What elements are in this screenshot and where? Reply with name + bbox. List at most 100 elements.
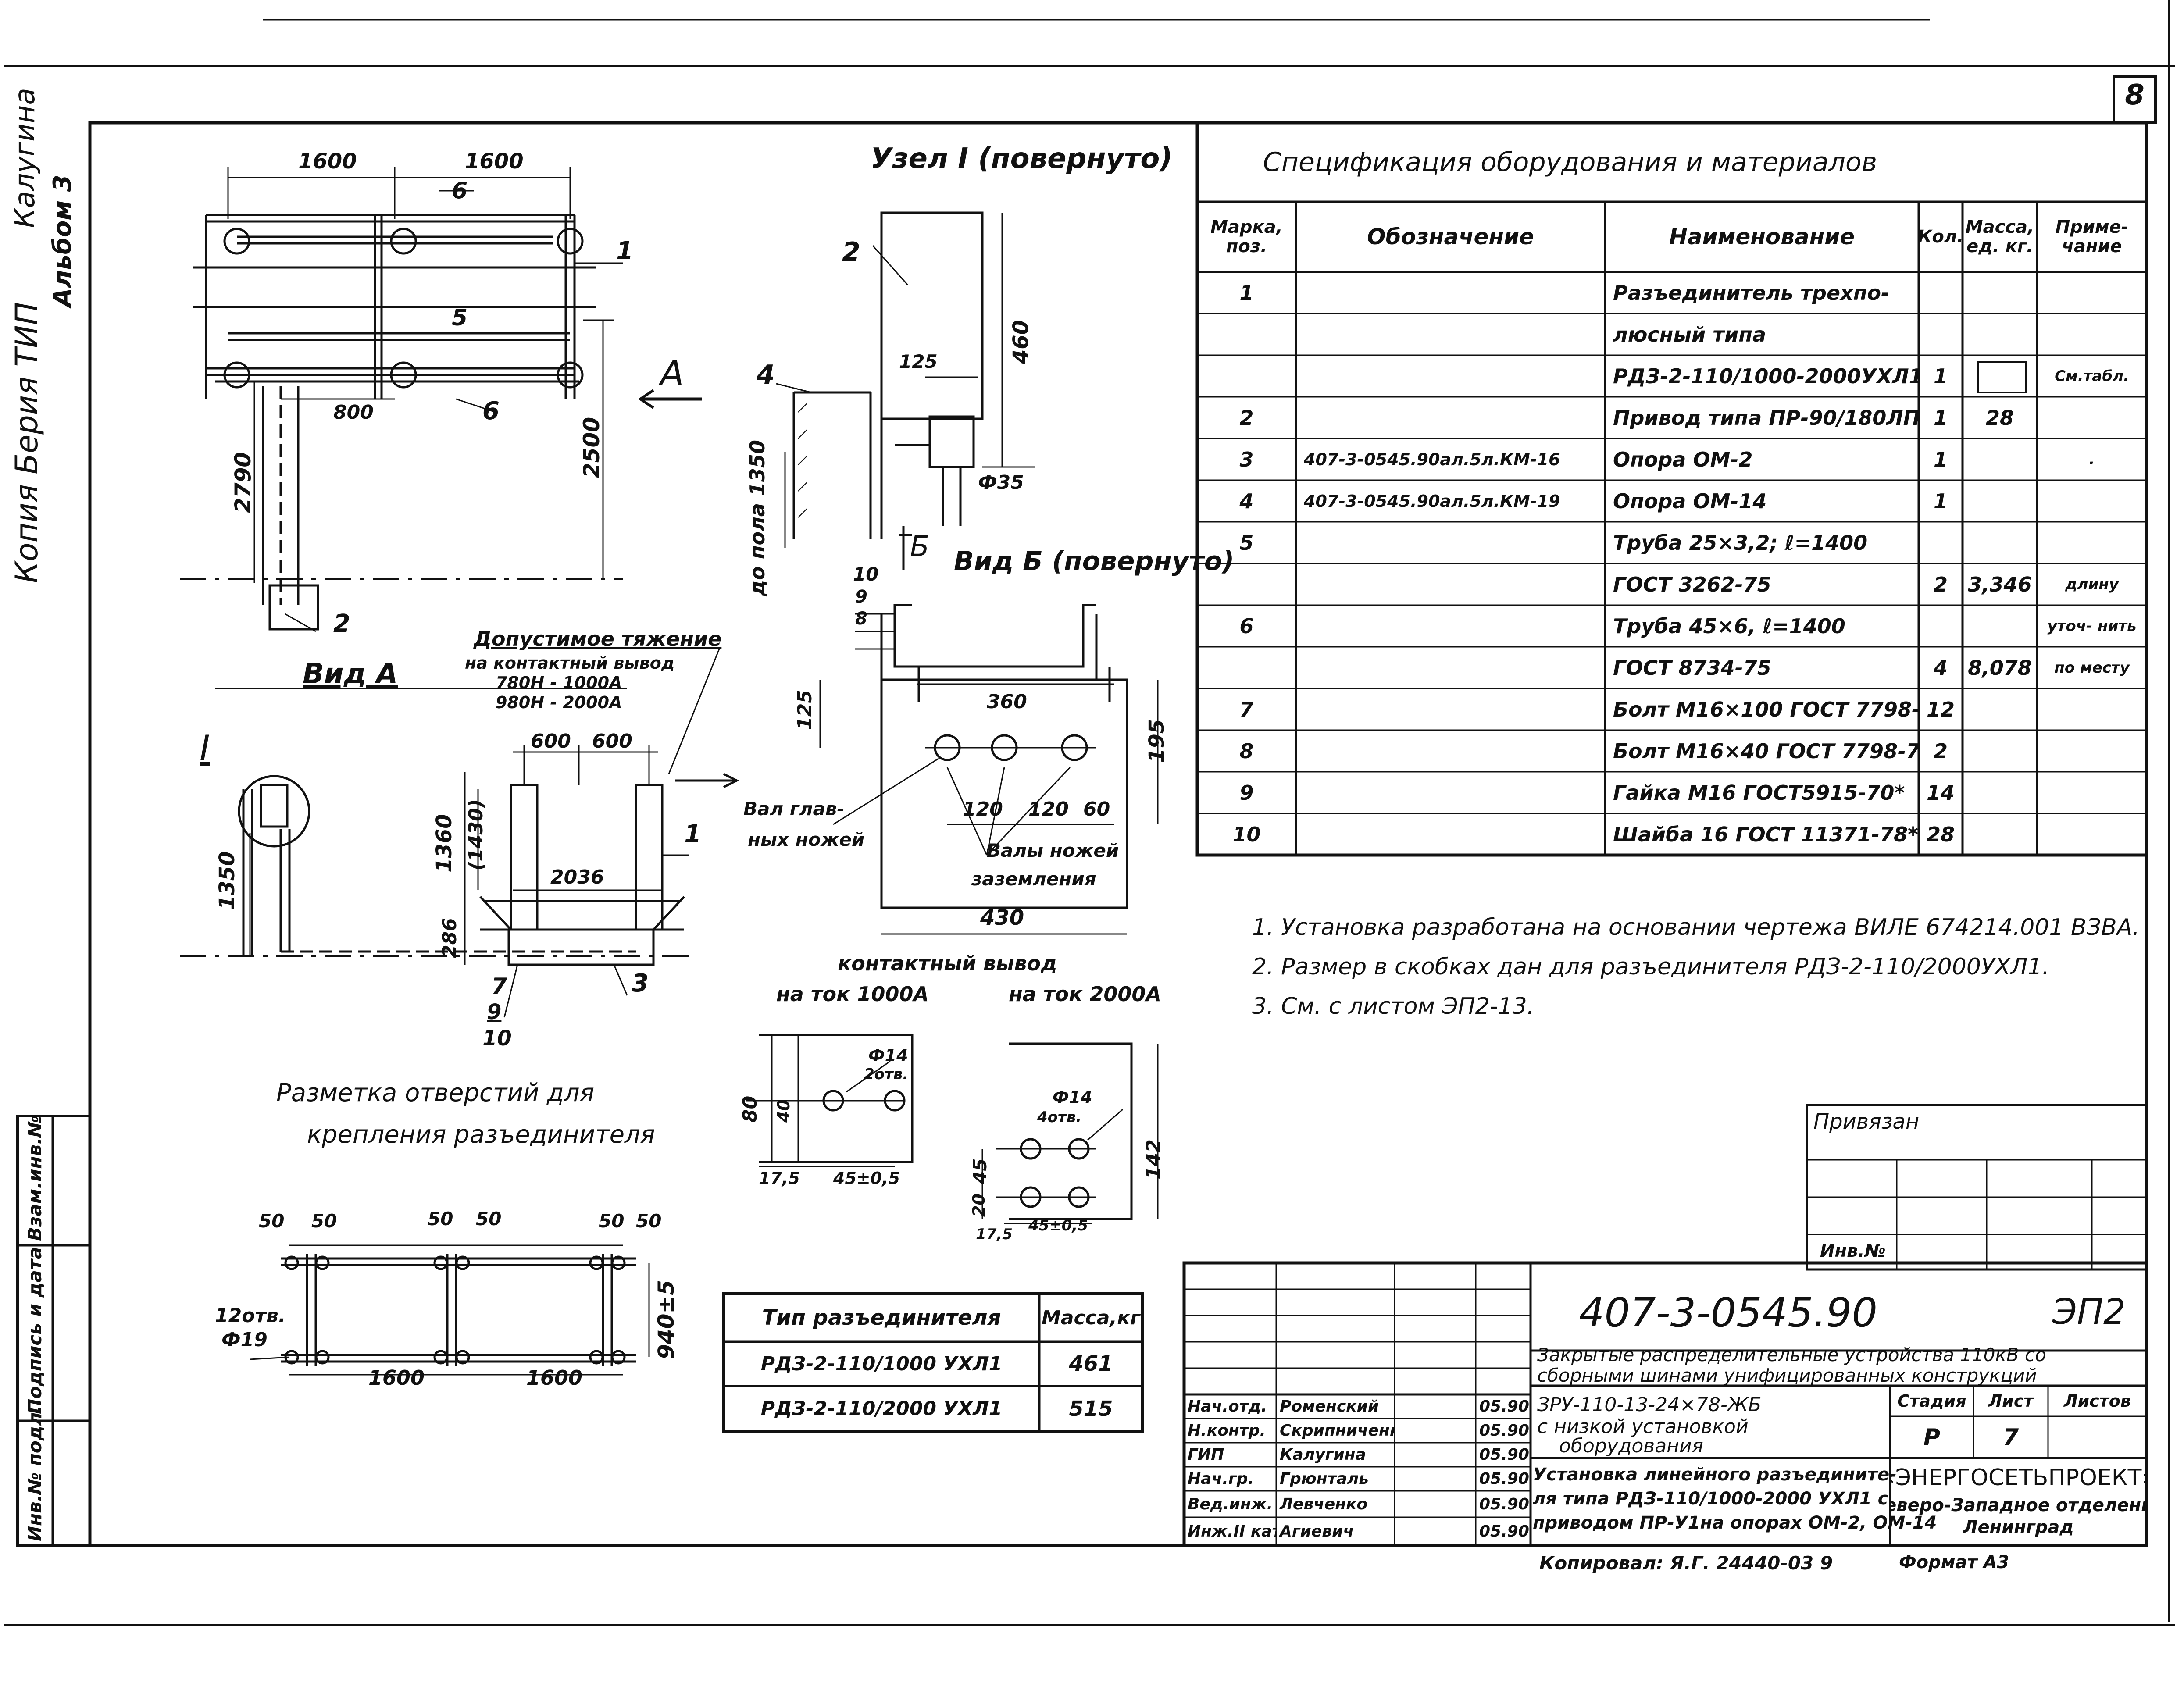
holes-count: 12отв. — [215, 1305, 286, 1327]
spec-row-14-mark: 10 — [1232, 822, 1261, 846]
side-album-label: Альбом 3 — [48, 175, 77, 307]
view-a-dim-600-right: 600 — [592, 730, 632, 752]
holes-dim-50-5: 50 — [599, 1210, 625, 1232]
spec-row-9-mass — [1963, 605, 2037, 647]
page-number: 8 — [2125, 79, 2145, 111]
view-a-tension-line2: 780Н - 1000А — [496, 673, 622, 692]
spec-row-5-note: . — [2089, 450, 2095, 468]
spec-row-4-name: Привод типа ПР-90/180ЛП-У1 — [1613, 406, 1919, 430]
spec-row-9-qty — [1919, 605, 1963, 647]
org-branch: Северо-Западное отделение — [1890, 1495, 2147, 1515]
spec-row-7-designation — [1296, 522, 1605, 563]
view-b-shaft-main-1: Вал глав- — [743, 798, 845, 820]
spec-row-14-name: Шайба 16 ГОСТ 11371-78* — [1613, 822, 1919, 846]
spec-row-3-note: См.табл. — [2055, 367, 2129, 385]
signer-4-date: 05.90 — [1479, 1470, 1529, 1488]
view-b-pos-8: 8 — [855, 609, 867, 629]
stage-value: Р — [1923, 1424, 1941, 1451]
view-b-dim-430: 430 — [980, 906, 1024, 930]
plan-pos-6-top: 6 — [452, 178, 468, 204]
sheet-header: Лист — [1988, 1391, 2034, 1411]
spec-row-5-mark: 3 — [1239, 447, 1254, 471]
spec-row-6-note — [2037, 480, 2147, 522]
note-3: 3. См. с листом ЭП2-13. — [1252, 993, 1535, 1020]
format-label: Формат А3 — [1899, 1552, 2009, 1572]
holes-dim-50-2: 50 — [311, 1210, 337, 1232]
node-dim-460: 460 — [1009, 320, 1033, 364]
node-dim-floor: до пола 1350 — [746, 440, 769, 596]
plan-dim-1600-left: 1600 — [298, 149, 357, 174]
spec-row-3-designation — [1296, 355, 1605, 397]
mass-table-row-1-type: РДЗ-2-110/1000 УХЛ1 — [760, 1352, 1003, 1375]
spec-row-3-mass — [1963, 355, 2037, 397]
view-b-dim-120-left: 120 — [963, 798, 1003, 820]
signer-1-date: 05.90 — [1479, 1398, 1529, 1415]
view-a-tension-title: Допустимое тяжение — [474, 627, 722, 651]
spec-row-2-designation — [1296, 314, 1605, 355]
contacts-r-142: 142 — [1142, 1139, 1165, 1180]
signer-5-name: Левченко — [1280, 1495, 1368, 1513]
plan-pos-5: 5 — [452, 305, 468, 331]
spec-row-11-name: Болт М16×100 ГОСТ 7798-70* — [1613, 697, 1919, 721]
view-b-dim-60: 60 — [1083, 798, 1110, 820]
contacts-r-holes: 4отв. — [1037, 1109, 1082, 1126]
view-a-dim-600-left: 600 — [531, 730, 571, 752]
project-line-2: сборными шинами унифицированных конструк… — [1537, 1365, 2037, 1386]
sheets-value — [2048, 1416, 2147, 1458]
node-mark-b: Б — [910, 531, 929, 563]
view-a-dim-1360: 1360 — [432, 814, 457, 873]
contacts-r-phi: Ф14 — [1053, 1087, 1092, 1107]
plan-pos-1: 1 — [616, 237, 633, 265]
mass-table-row-2-mass: 515 — [1069, 1396, 1113, 1421]
spec-row-11-qty: 12 — [1926, 697, 1955, 721]
spec-row-6-designation: 407-3-0545.90ал.5л.КМ-19 — [1304, 491, 1560, 511]
spec-row-2-mass — [1963, 314, 2037, 355]
spec-row-14-qty: 28 — [1926, 822, 1955, 846]
plan-dim-2500: 2500 — [579, 417, 604, 478]
contacts-l-175: 17,5 — [759, 1169, 800, 1188]
sheets-header: Листов — [2064, 1391, 2131, 1411]
sheet-value: 7 — [2002, 1424, 2019, 1451]
spec-row-4-mark: 2 — [1239, 406, 1254, 430]
spec-row-13-name: Гайка М16 ГОСТ5915-70* — [1613, 781, 1905, 805]
contacts-title: контактный вывод — [838, 952, 1057, 975]
view-b-dim-360: 360 — [987, 691, 1027, 713]
contacts-l-holes: 2отв. — [864, 1066, 909, 1083]
object-line-3: оборудования — [1559, 1435, 1704, 1457]
spec-row-4-designation — [1296, 397, 1605, 439]
spec-header-mass: Масса, ед. кг. — [1965, 217, 2034, 257]
spec-row-8-note: длину — [2065, 575, 2119, 593]
holes-dim-50-6: 50 — [636, 1210, 662, 1232]
spec-row-4-note — [2037, 397, 2147, 439]
view-b-dim-120-right: 120 — [1028, 798, 1069, 820]
view-a-node-mark: I — [200, 728, 210, 769]
privyazan-inv: Инв.№ — [1820, 1241, 1886, 1261]
contacts-r-20: 20 — [969, 1194, 989, 1217]
holes-dim-50-3: 50 — [428, 1208, 453, 1230]
view-a-pos-7: 7 — [491, 973, 507, 1000]
view-a-pos-1: 1 — [684, 820, 701, 848]
mass-table-row-2-type: РДЗ-2-110/2000 УХЛ1 — [760, 1398, 1003, 1420]
plan-dim-2790: 2790 — [230, 452, 256, 513]
spec-row-2-name: люсный типа — [1613, 322, 1766, 346]
sheet-code: ЭП2 — [2052, 1291, 2126, 1332]
spec-row-5-name: Опора ОМ-2 — [1613, 447, 1753, 471]
view-a-pos-9: 9 — [487, 1000, 502, 1024]
view-a-title: Вид А — [303, 658, 398, 690]
view-b-dim-125: 125 — [794, 690, 816, 730]
signer-6-name: Агиевич — [1280, 1522, 1354, 1540]
spec-row-7-mass — [1963, 522, 2037, 563]
spec-row-5-designation: 407-3-0545.90ал.5л.КМ-16 — [1304, 449, 1560, 469]
view-b-dim-195: 195 — [1145, 719, 1169, 763]
spec-row-12-name: Болт М16×40 ГОСТ 7798-70* — [1613, 739, 1919, 763]
spec-row-14-note — [2037, 813, 2147, 855]
spec-row-11-note — [2037, 688, 2147, 730]
spec-row-12-mark: 8 — [1239, 739, 1254, 763]
spec-row-11-mass — [1963, 688, 2037, 730]
contacts-l-80: 80 — [739, 1095, 761, 1123]
node-pos-2: 2 — [842, 237, 860, 267]
spec-row-3-mark — [1197, 355, 1296, 397]
spec-row-7-note — [2037, 522, 2147, 563]
spec-row-10-qty: 4 — [1933, 656, 1948, 680]
spec-row-6-mark: 4 — [1239, 489, 1254, 513]
